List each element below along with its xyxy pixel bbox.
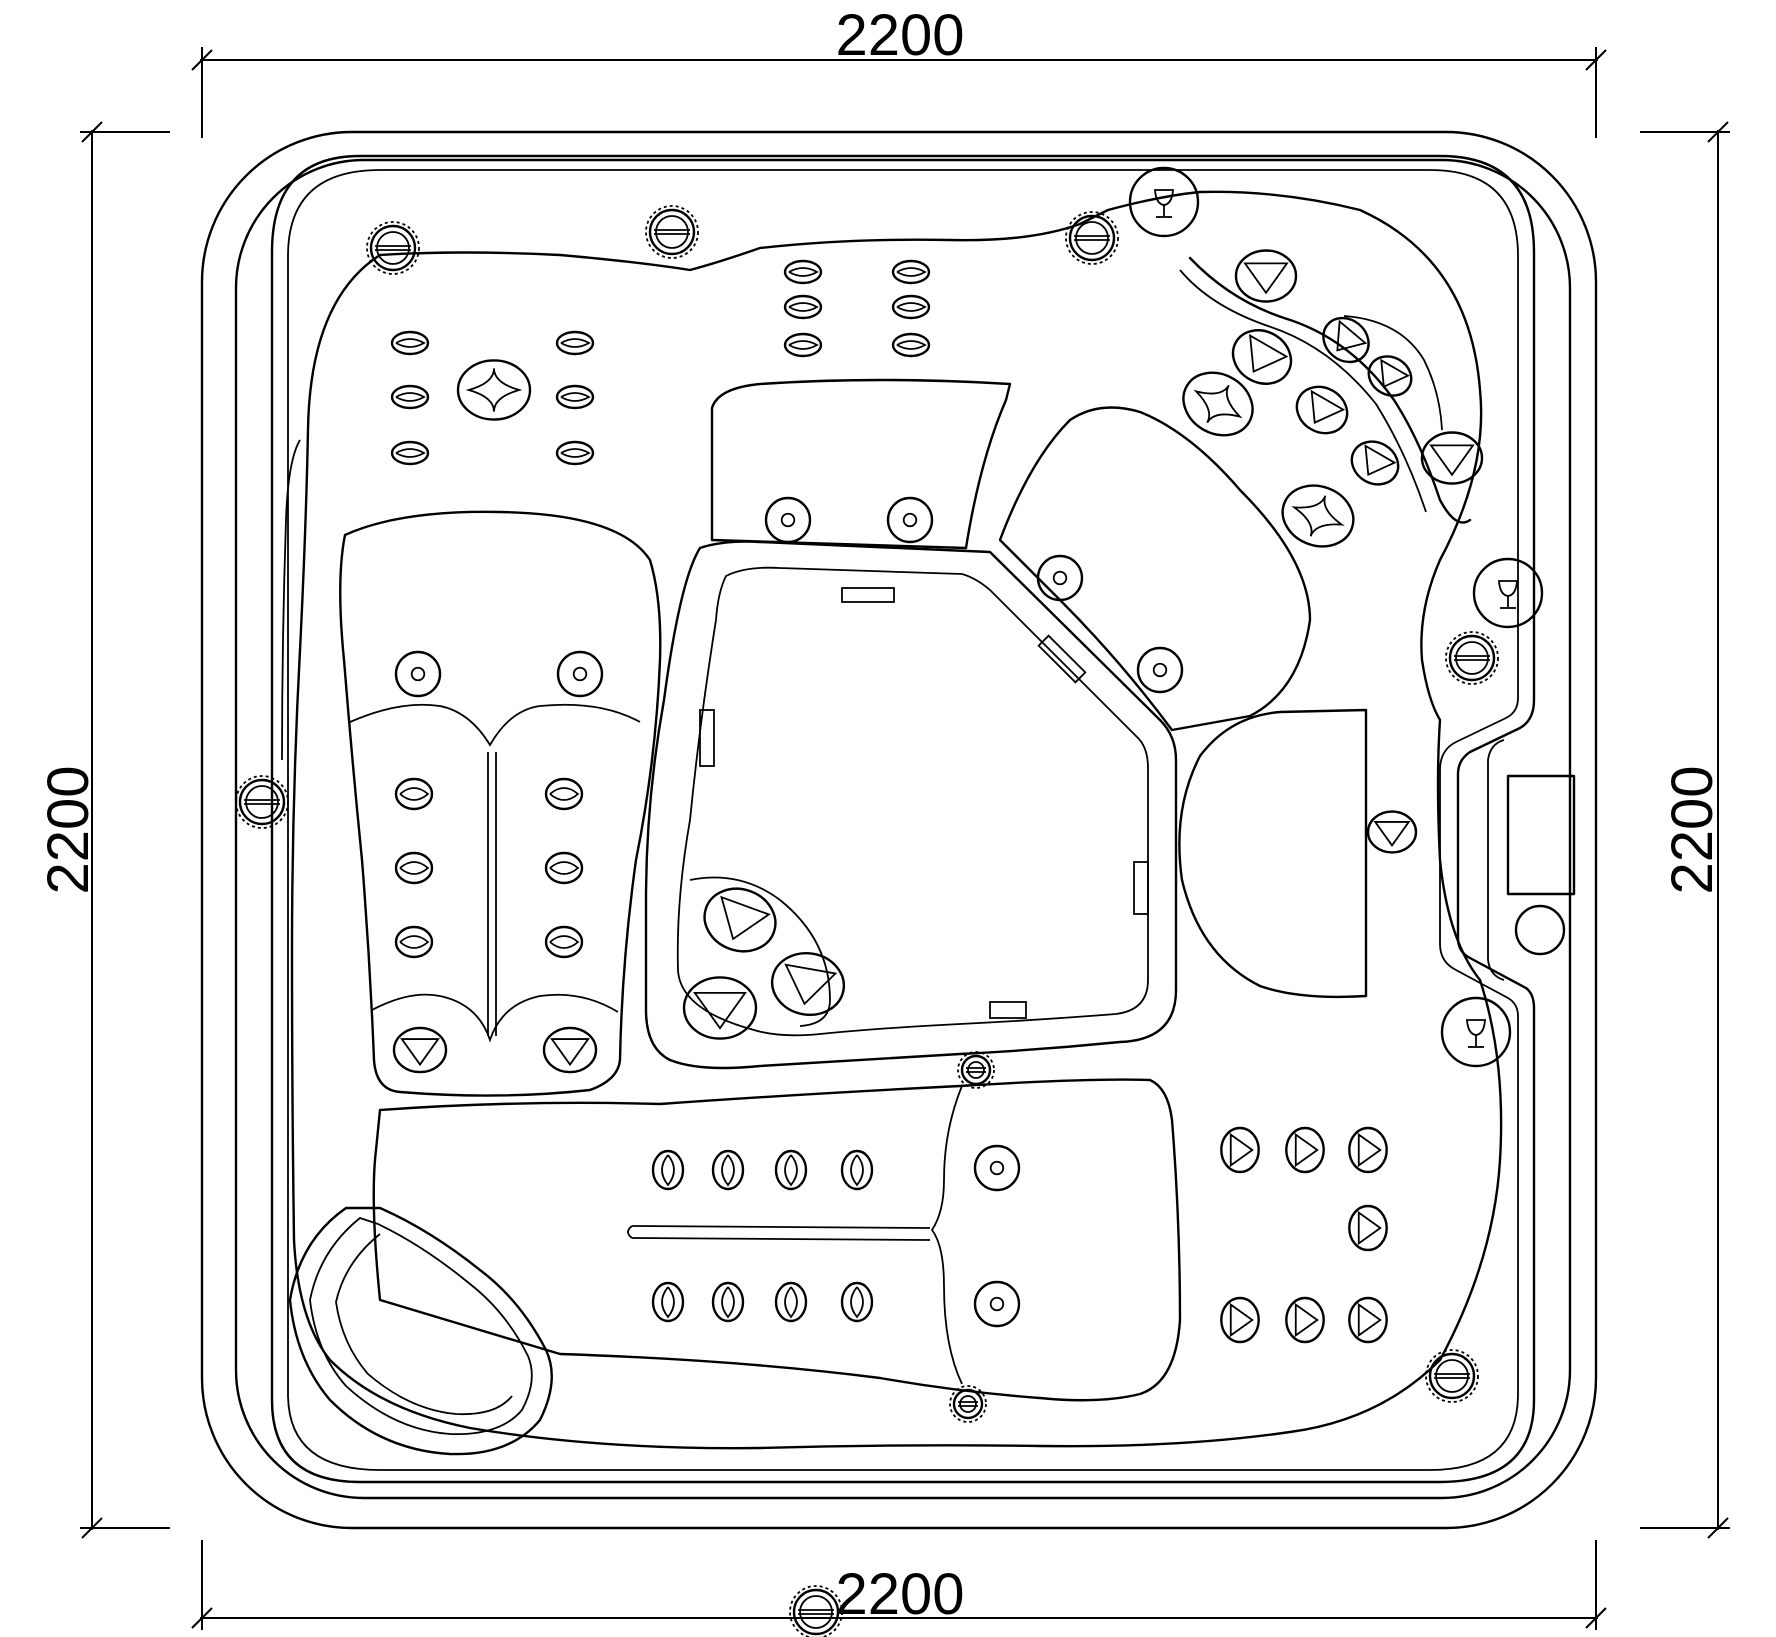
- dimension-top: 2200: [191, 3, 1607, 138]
- suction-fitting-icon: [957, 1051, 995, 1089]
- air-injector-icon: [764, 496, 812, 544]
- jet-icon: [1182, 371, 1254, 437]
- air-injector-icon: [1136, 646, 1184, 694]
- jet-icon: [1348, 1296, 1388, 1344]
- dimension-right-label: 2200: [1660, 765, 1725, 894]
- jet-icon: [544, 851, 584, 885]
- jet-icon: [555, 440, 595, 466]
- jet-icon: [1348, 1204, 1388, 1252]
- tub-interior: [281, 190, 1503, 1450]
- jet-icon: [783, 294, 823, 320]
- dimension-left: 2200: [36, 121, 170, 1539]
- top-right-seat: [998, 406, 1312, 732]
- air-injector-icon: [973, 1144, 1021, 1192]
- jet-icon: [1350, 440, 1400, 486]
- jet-icon: [1366, 810, 1418, 854]
- suction-fitting-icon: [1445, 631, 1499, 685]
- jet-icon: [544, 925, 584, 959]
- cup-holder-icon: [1472, 557, 1544, 629]
- jet-icon: [711, 1149, 745, 1191]
- footwell: [644, 540, 1178, 1070]
- control-panel: [1487, 739, 1576, 981]
- jet-icon: [651, 1149, 685, 1191]
- air-injector-icon: [1036, 554, 1084, 602]
- suction-fitting-icon: [1065, 211, 1119, 265]
- jet-icon: [1322, 316, 1370, 364]
- jet-icon: [390, 384, 430, 410]
- jet-icon: [891, 294, 931, 320]
- jet-icon: [390, 330, 430, 356]
- spa-shell: [200, 130, 1598, 1530]
- corner-seat-top-right: [1179, 256, 1472, 524]
- dimension-right: 2200: [1640, 121, 1730, 1539]
- suction-fitting-icon: [949, 1385, 987, 1423]
- control-panel-icon: [1506, 774, 1576, 896]
- top-center-seat: [710, 378, 1012, 550]
- jet-icon: [774, 1149, 808, 1191]
- jet-icon: [394, 777, 434, 811]
- jet-icon: [770, 952, 846, 1016]
- jet-icon: [1367, 355, 1413, 397]
- jet-icon: [774, 1281, 808, 1323]
- jet-icon: [783, 259, 823, 285]
- dimension-left-label: 2200: [36, 765, 101, 894]
- bottom-lounger-seat: [372, 1078, 1182, 1402]
- jet-icon: [390, 440, 430, 466]
- jet-icon: [542, 1026, 598, 1074]
- suction-fittings: [235, 205, 1499, 1637]
- jet-icon: [1234, 249, 1298, 303]
- jet-icon: [394, 925, 434, 959]
- cup-holder-icon: [1440, 996, 1512, 1068]
- jet-icon: [456, 359, 532, 421]
- jet-icon: [1285, 1126, 1325, 1174]
- jet-icon: [394, 851, 434, 885]
- jet-icon: [840, 1281, 874, 1323]
- jet-icon: [1220, 1296, 1260, 1344]
- suction-fitting-icon: [235, 775, 289, 829]
- jet-icon: [1281, 484, 1355, 548]
- air-injector-icon: [886, 496, 934, 544]
- right-cooldown-seat: [1178, 708, 1368, 999]
- jet-icon: [840, 1149, 874, 1191]
- cup-holder-icon: [1128, 166, 1200, 238]
- jet-icon: [1348, 1126, 1388, 1174]
- suction-fitting-icon: [645, 205, 699, 259]
- jet-icon: [1420, 431, 1484, 485]
- jet-icon: [1220, 1126, 1260, 1174]
- jet-icon: [1231, 329, 1293, 385]
- corner-captain-seat: [288, 1206, 553, 1456]
- control-button-icon: [1514, 904, 1566, 956]
- jet-icon: [703, 887, 777, 953]
- dimension-top-label: 2200: [835, 3, 964, 68]
- jet-icon: [783, 332, 823, 358]
- air-injector-icon: [394, 650, 442, 698]
- jet-icon: [544, 777, 584, 811]
- suction-fitting-icon: [789, 1585, 843, 1637]
- dimension-bottom: 2200: [191, 1540, 1607, 1630]
- jet-icon: [1285, 1296, 1325, 1344]
- suction-fitting-icon: [366, 221, 420, 275]
- air-injector-icon: [556, 650, 604, 698]
- jets: [390, 249, 1484, 1344]
- jet-icon: [555, 384, 595, 410]
- jet-icon: [555, 330, 595, 356]
- jet-icon: [1295, 385, 1349, 435]
- jet-icon: [891, 332, 931, 358]
- jet-icon: [711, 1281, 745, 1323]
- dimension-bottom-label: 2200: [835, 1562, 964, 1627]
- jet-icon: [891, 259, 931, 285]
- jet-icon: [682, 976, 758, 1040]
- jet-icon: [651, 1281, 685, 1323]
- jet-icon: [392, 1026, 448, 1074]
- cup-holders: [1128, 166, 1544, 1068]
- suction-fitting-icon: [1425, 1349, 1479, 1403]
- left-lounger-seat: [339, 510, 662, 1097]
- air-injector-icon: [973, 1280, 1021, 1328]
